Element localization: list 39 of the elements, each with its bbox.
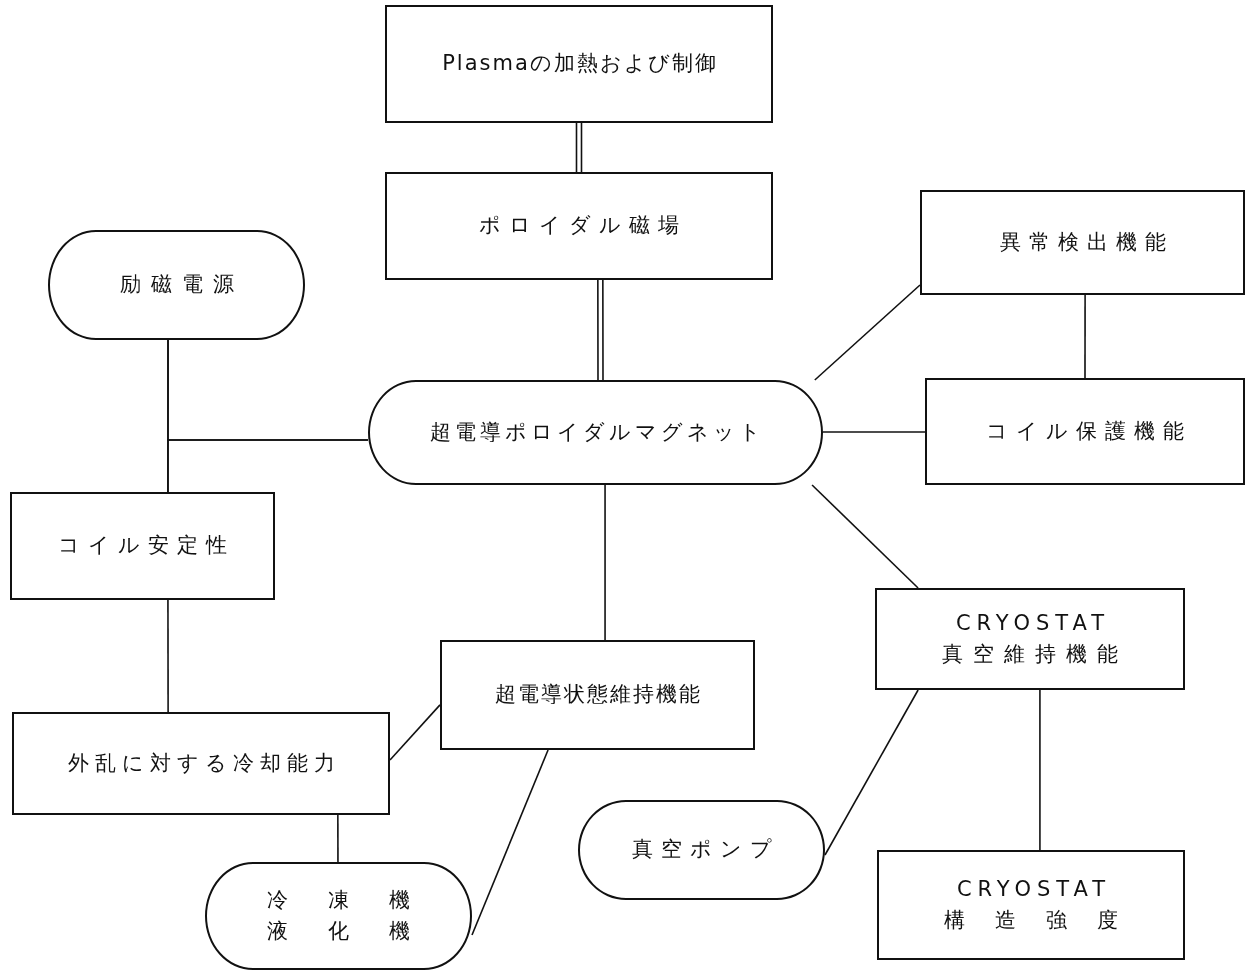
node-label: 励磁電源 xyxy=(119,271,244,299)
node-label: コイル保護機能 xyxy=(986,417,1192,445)
process-box xyxy=(440,640,755,750)
node-label: ポロイダル磁場 xyxy=(479,212,687,240)
node-label: 超電導状態維持機能 xyxy=(495,681,702,709)
node-label: 外乱に対する冷却能力 xyxy=(67,749,341,777)
node-label: 液化機 xyxy=(267,918,450,945)
node-label: 冷凍機 xyxy=(267,886,450,914)
node-label: コイル安定性 xyxy=(58,532,235,560)
node-label: CRYOSTAT xyxy=(956,875,1112,903)
process-box xyxy=(925,378,1245,485)
connector-line xyxy=(814,284,921,381)
process-box xyxy=(385,172,773,280)
connector-line xyxy=(824,689,919,856)
process-box xyxy=(10,492,275,600)
process-box xyxy=(920,190,1245,295)
connector-line xyxy=(389,704,441,761)
connector-line xyxy=(1084,294,1086,379)
node-label: 異常検出機能 xyxy=(999,228,1174,256)
double-connector-line xyxy=(597,279,604,381)
connector-line xyxy=(337,814,339,863)
process-box xyxy=(877,850,1185,960)
node-label: CRYOSTAT xyxy=(955,609,1111,637)
connector-line xyxy=(822,431,926,433)
connector-line xyxy=(167,439,369,493)
node-label: 真空維持機能 xyxy=(942,641,1128,668)
node-label: 真空ポンプ xyxy=(631,836,780,864)
connector-line xyxy=(811,484,919,589)
connector-line xyxy=(604,484,606,641)
node-label: 超電導ポロイダルマグネット xyxy=(430,418,765,446)
connector-line xyxy=(1039,689,1041,851)
connector-line xyxy=(471,749,549,936)
node-label: 構造強度 xyxy=(944,907,1148,934)
connector-line xyxy=(167,599,169,713)
double-connector-line xyxy=(575,122,583,173)
node-label: Plasmaの加熱および制御 xyxy=(442,50,718,78)
process-box xyxy=(385,5,773,123)
process-box xyxy=(875,588,1185,690)
process-box xyxy=(12,712,390,815)
